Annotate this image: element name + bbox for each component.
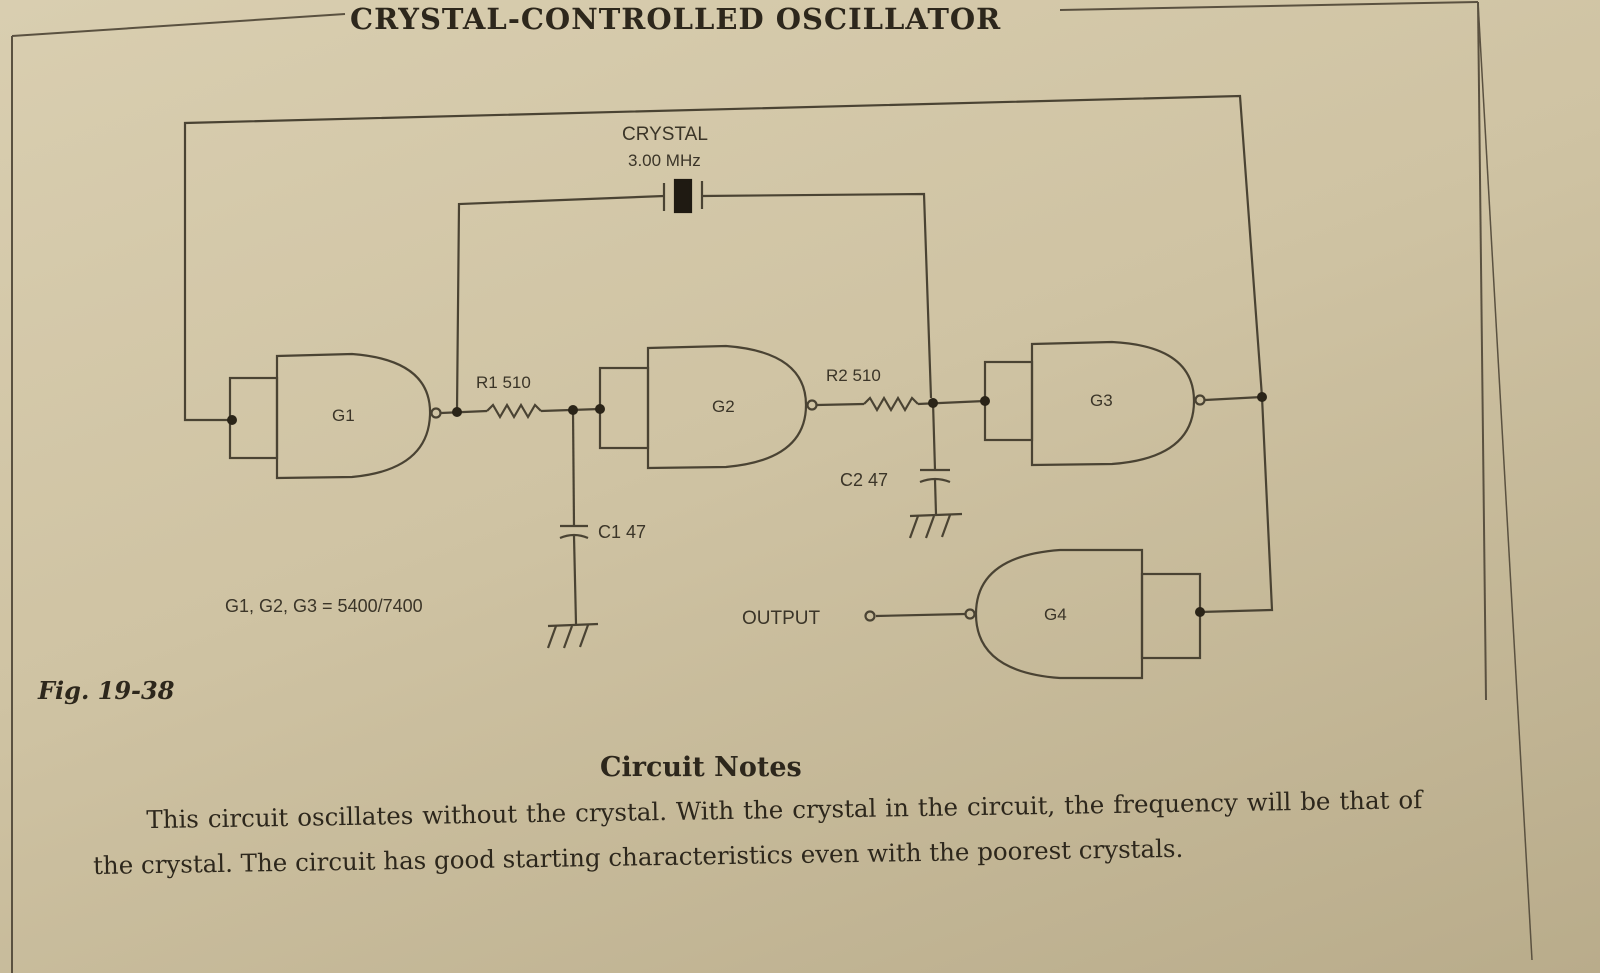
crystal-symbol xyxy=(662,178,704,214)
gate-g3-label: G3 xyxy=(1090,391,1113,410)
notes-heading: Circuit Notes xyxy=(600,752,802,783)
gate-g1-label: G1 xyxy=(332,406,355,425)
feedback-wire xyxy=(183,94,1264,422)
junction-dots xyxy=(227,392,1267,617)
gate-g4 xyxy=(964,548,1202,680)
capacitor-c1 xyxy=(559,524,589,540)
resistor-r1 xyxy=(486,402,542,420)
output-terminal xyxy=(864,610,876,622)
crystal-wire-right xyxy=(701,192,933,399)
crystal-wire-left xyxy=(455,194,665,412)
r1-label: R1 510 xyxy=(476,373,531,392)
page-title: CRYSTAL-CONTROLLED OSCILLATOR xyxy=(350,2,1002,36)
figure-label: Fig. 19-38 xyxy=(38,676,175,705)
ground-c2 xyxy=(908,512,963,539)
capacitor-c2 xyxy=(919,468,951,484)
gate-g2 xyxy=(598,344,818,470)
resistor-r2 xyxy=(863,395,919,413)
c2-label: C2 47 xyxy=(840,470,888,490)
ground-c1 xyxy=(546,622,599,649)
crystal-label: CRYSTAL xyxy=(622,124,708,145)
gate-g2-label: G2 xyxy=(712,397,735,416)
r2-label: R2 510 xyxy=(826,366,881,385)
gate-g4-label: G4 xyxy=(1044,605,1067,624)
circuit-schematic xyxy=(183,94,1274,680)
c1-label: C1 47 xyxy=(598,522,646,542)
crystal-frequency: 3.00 MHz xyxy=(628,151,701,170)
output-label: OUTPUT xyxy=(742,608,821,629)
parts-note: G1, G2, G3 = 5400/7400 xyxy=(225,596,423,616)
